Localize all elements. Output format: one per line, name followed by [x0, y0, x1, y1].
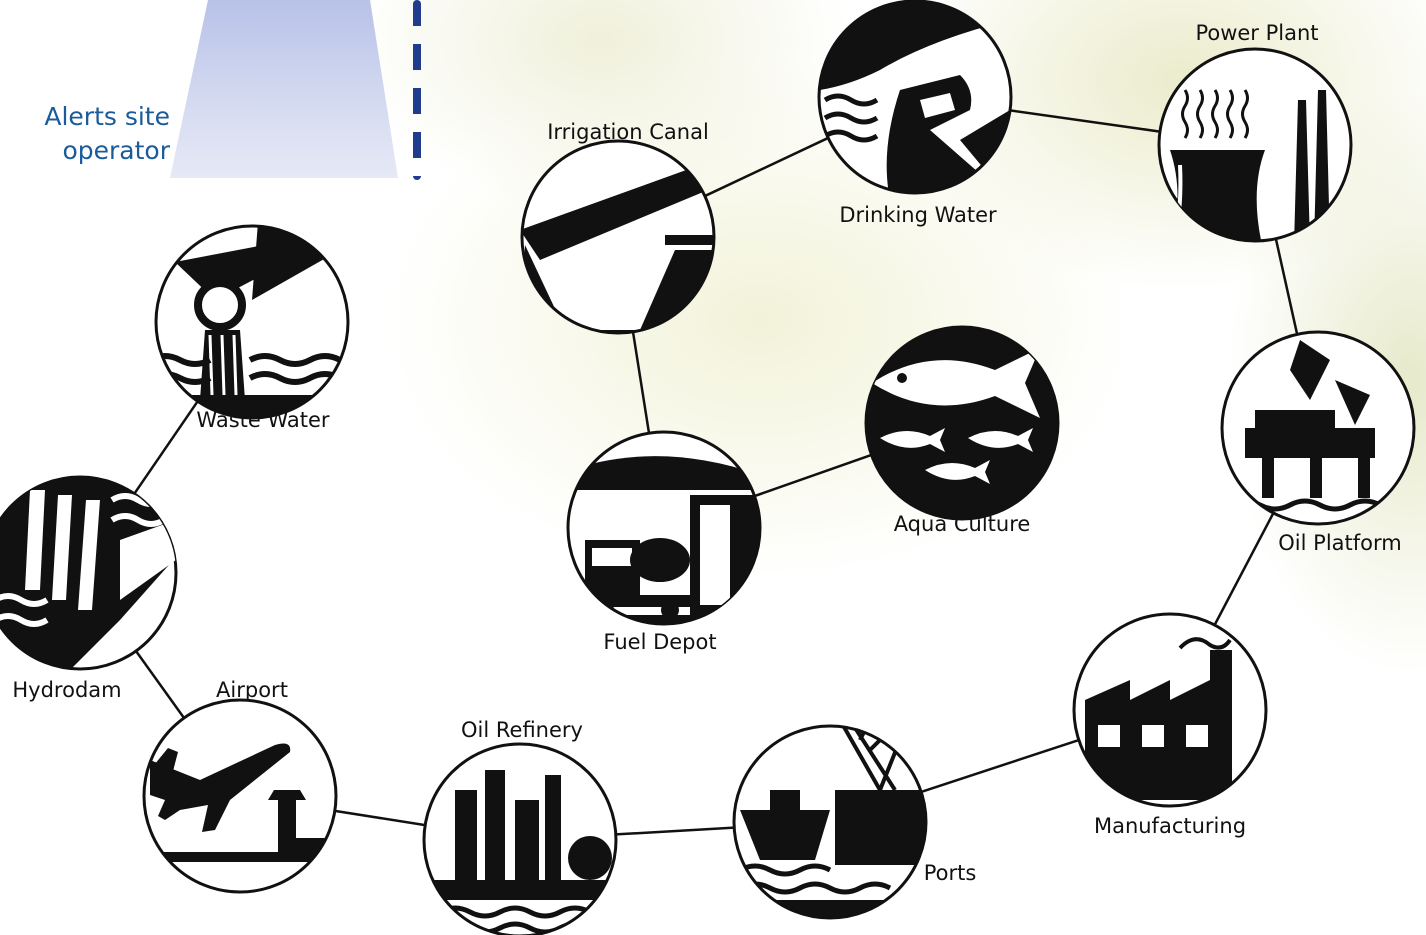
node-ports — [732, 724, 928, 920]
label-oil-refinery: Oil Refinery — [461, 718, 583, 742]
node-waste-water — [154, 224, 350, 420]
edge-drinking-water-to-irrigation-canal — [704, 136, 829, 198]
label-power-plant: Power Plant — [1195, 21, 1318, 45]
label-oil-platform: Oil Platform — [1278, 531, 1401, 555]
node-oil-platform — [1220, 330, 1416, 526]
label-drinking-water: Drinking Water — [839, 203, 997, 227]
connector-lines — [133, 109, 1299, 836]
node-irrigation-canal — [520, 139, 716, 335]
fuel-depot-icon — [568, 456, 760, 624]
edge-fuel-depot-to-aqua-culture — [754, 453, 872, 498]
edge-irrigation-canal-to-fuel-depot — [631, 331, 651, 434]
oil-refinery-icon — [430, 770, 616, 935]
label-hydrodam: Hydrodam — [12, 678, 121, 702]
irrigation-canal-icon — [522, 165, 714, 333]
alert-line-1: Alerts site — [44, 102, 170, 131]
drinking-water-icon — [820, 1, 1010, 193]
factory-icon — [1085, 637, 1232, 800]
label-manufacturing: Manufacturing — [1094, 814, 1246, 838]
node-aqua-culture — [864, 325, 1060, 521]
alert-beam — [170, 0, 398, 178]
edge-oil-platform-to-power-plant — [1274, 238, 1299, 335]
edge-ports-to-manufacturing — [920, 738, 1080, 794]
edge-oil-refinery-to-ports — [615, 826, 735, 836]
fish-icon — [872, 348, 1040, 484]
node-airport — [142, 698, 338, 894]
node-manufacturing — [1072, 612, 1268, 808]
oil-platform-icon — [1228, 340, 1412, 512]
edge-waste-water-to-hydrodam — [133, 400, 199, 495]
edge-hydrodam-to-airport — [134, 650, 186, 719]
label-waste-water: Waste Water — [196, 408, 330, 432]
dashed-divider — [413, 0, 421, 180]
label-aqua-culture: Aqua Culture — [894, 512, 1031, 536]
label-fuel-depot: Fuel Depot — [603, 630, 716, 654]
alert-caption: Alerts site operator — [18, 100, 170, 168]
node-power-plant — [1157, 47, 1353, 243]
label-ports: Ports — [924, 861, 977, 885]
label-irrigation-canal: Irrigation Canal — [547, 120, 709, 144]
edge-manufacturing-to-oil-platform — [1213, 512, 1275, 626]
node-drinking-water — [817, 0, 1013, 195]
edge-airport-to-oil-refinery — [334, 809, 426, 827]
alert-line-2: operator — [62, 136, 170, 165]
edge-power-plant-to-drinking-water — [1009, 109, 1161, 133]
node-fuel-depot — [566, 430, 762, 626]
node-hydrodam — [0, 475, 178, 671]
airport-icon — [150, 743, 336, 862]
node-oil-refinery — [422, 742, 618, 935]
label-airport: Airport — [216, 678, 288, 702]
